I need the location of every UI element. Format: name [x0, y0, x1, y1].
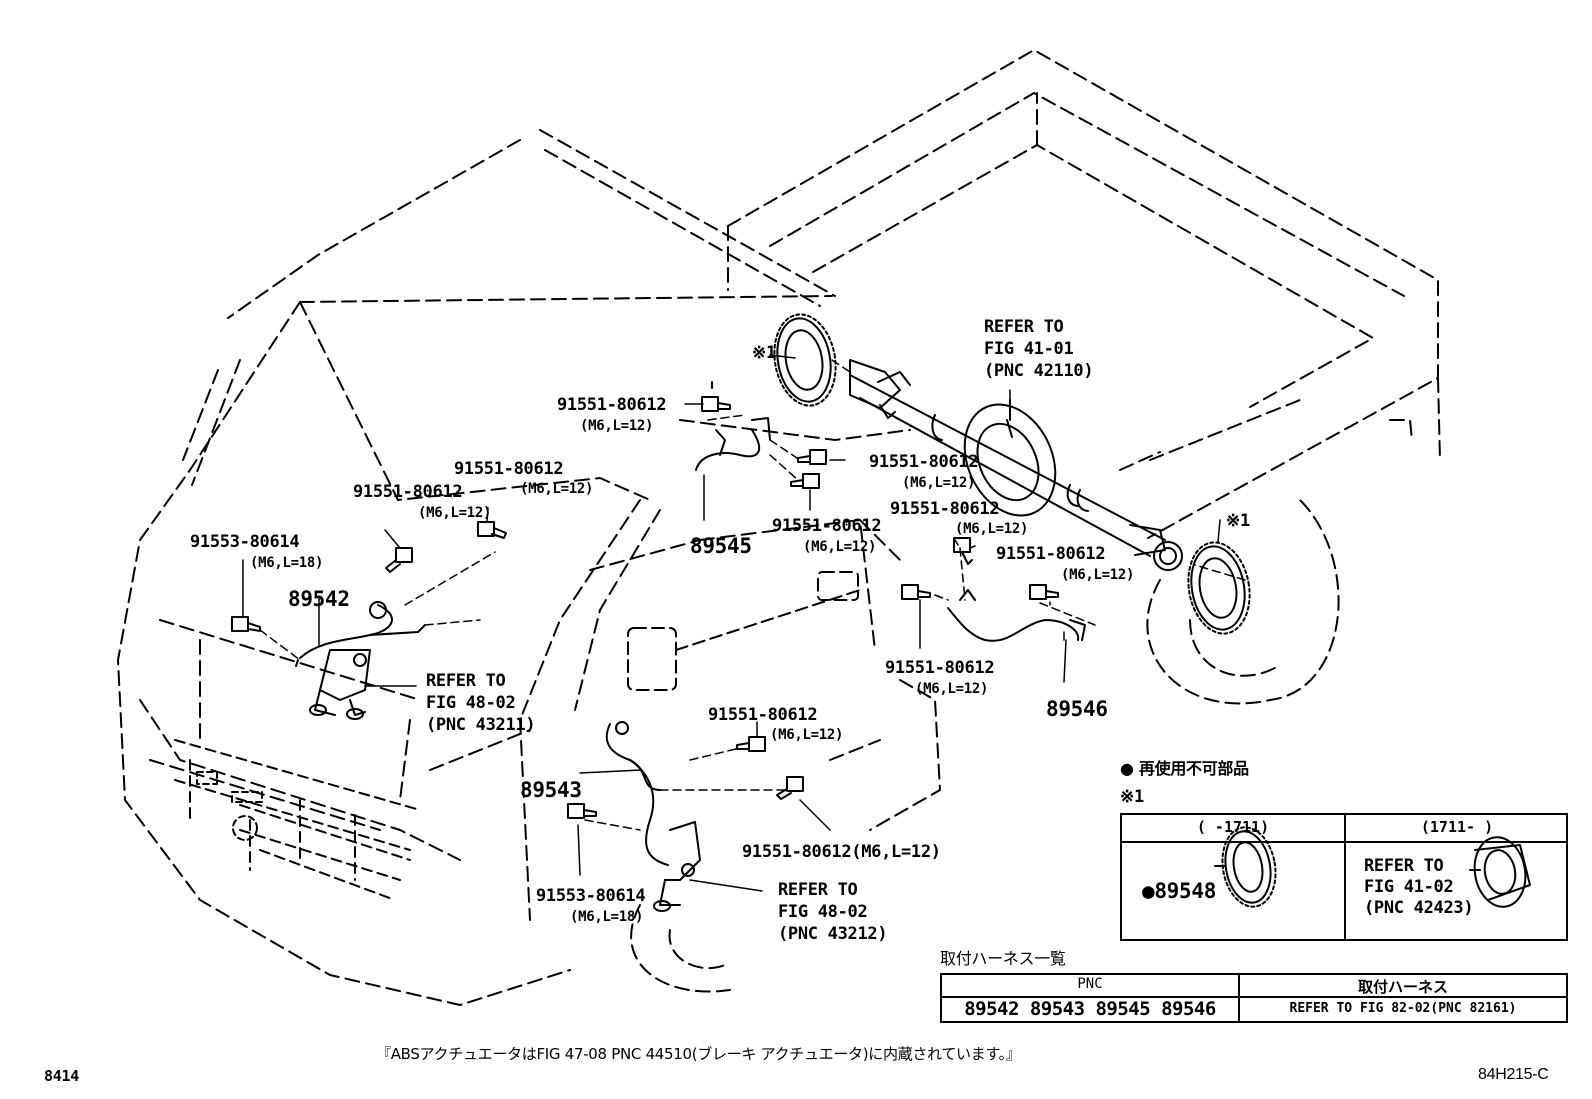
part-number-label: 91551-80612: [772, 516, 882, 536]
part-number-label: 91551-80612: [890, 499, 1000, 519]
refer-variant-line2: FIG 41-02: [1364, 877, 1454, 897]
table-divider: [1238, 975, 1240, 1021]
part-number-label: 91551-80612: [353, 482, 463, 502]
refer-front-left-line1: REFER TO: [426, 671, 506, 691]
variant-table: ( -1711) (1711- ) ●89548 REFER TO FIG 41…: [1120, 813, 1568, 941]
mark-1-label: ※1: [752, 343, 776, 363]
page-code-left: 8414: [44, 1067, 79, 1085]
part-89545-label: 89545: [690, 534, 752, 558]
rotor-gears: [773, 313, 1251, 635]
speed-sensor-wires: [295, 417, 1086, 866]
variant-col1-header: ( -1711): [1196, 818, 1270, 836]
table-divider: [1344, 815, 1346, 939]
bolts: [231, 381, 1059, 819]
part-number-label: 91551-80612: [557, 395, 667, 415]
part-spec-label: (M6,L=12): [955, 521, 1029, 537]
part-spec-label: (M6,L=12): [1061, 567, 1135, 583]
part-spec-label: (M6,L=12): [803, 539, 877, 555]
part-spec-label: (M6,L=18): [250, 555, 324, 571]
harness-table-title: 取付ハーネス一覧: [940, 949, 1066, 968]
harness-header-harness: 取付ハーネス: [1357, 978, 1448, 996]
refer-front-right-line3: (PNC 43212): [778, 924, 888, 944]
refer-front-left-line2: FIG 48-02: [426, 693, 516, 713]
refer-front-left-line3: (PNC 43211): [426, 715, 536, 735]
part-89543-label: 89543: [520, 778, 582, 802]
table-rotor-gears: [1214, 826, 1531, 908]
part-spec-label: (M6,L=18): [570, 909, 644, 925]
refer-axle-line1: REFER TO: [984, 317, 1064, 337]
refer-variant-line1: REFER TO: [1364, 856, 1444, 876]
part-spec-label: (M6,L=12): [915, 681, 989, 697]
part-spec-label: (M6,L=12): [418, 505, 492, 521]
part-spec-label: (M6,L=12): [520, 481, 594, 497]
front-emblem: [196, 771, 263, 841]
harness-table: PNC 取付ハーネス 89542 89543 89545 89546 REFER…: [940, 973, 1568, 1023]
part-89542-label: 89542: [288, 587, 350, 611]
refer-axle-line2: FIG 41-01: [984, 339, 1074, 359]
non-reusable-legend: ● 再使用不可部品: [1120, 759, 1249, 778]
leader-lines: [242, 354, 1221, 892]
part-number-label: 91551-80612: [996, 544, 1106, 564]
part-spec-label: (M6,L=12): [770, 727, 844, 743]
front-grille: [174, 739, 421, 901]
cab-body: [117, 129, 941, 1006]
table-divider: [942, 996, 1566, 998]
side-mirror: [627, 571, 861, 691]
harness-refer-value: REFER TO FIG 82-02(PNC 82161): [1289, 1001, 1517, 1016]
refer-front-right-line2: FIG 48-02: [778, 902, 868, 922]
steering-knuckles: [309, 649, 701, 912]
refer-front-right-line1: REFER TO: [778, 880, 858, 900]
mark-1-label: ※1: [1226, 511, 1250, 531]
rear-axle: [849, 359, 1183, 571]
figure-code-right: 84H215-C: [1478, 1066, 1549, 1083]
dashed-connectors: [259, 359, 1246, 831]
harness-header-pnc: PNC: [1077, 976, 1103, 992]
variant-mark-label: ※1: [1120, 787, 1144, 807]
part-spec-label: (M6,L=12): [902, 475, 976, 491]
refer-axle-line3: (PNC 42110): [984, 361, 1094, 381]
part-number-label: 91551-80612: [708, 705, 818, 725]
part-number-label: 91551-80612: [869, 452, 979, 472]
part-number-label: 91553-80614: [190, 532, 300, 552]
harness-pnc-value: 89542 89543 89545 89546: [964, 998, 1216, 1020]
part-number-label: 91551-80612(M6,L=12): [742, 842, 941, 862]
part-number-label: 91551-80612: [454, 459, 564, 479]
part-89546-label: 89546: [1046, 697, 1108, 721]
truck-bed: [727, 49, 1441, 539]
part-number-label: 91551-80612: [885, 658, 995, 678]
variant-col2-header: (1711- ): [1420, 818, 1494, 836]
abs-actuator-note: 『ABSアクチュエータはFIG 47-08 PNC 44510(ブレーキ アクチ…: [376, 1045, 1021, 1063]
part-number-label: 91553-80614: [536, 886, 646, 906]
part-spec-label: (M6,L=12): [580, 418, 654, 434]
part-89548-label: ●89548: [1142, 879, 1217, 903]
refer-variant-line3: (PNC 42423): [1364, 898, 1474, 918]
wheels: [630, 419, 1413, 993]
